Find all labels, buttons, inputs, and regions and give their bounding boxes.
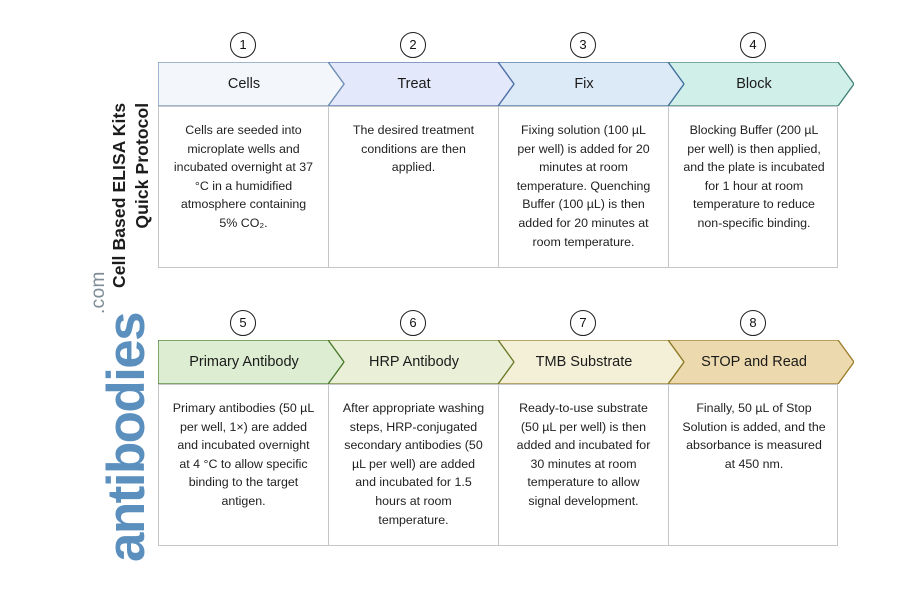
step-description-text: Primary antibodies (50 µL per well, 1×) … [172,401,315,508]
step-number: 6 [409,315,417,330]
left-rail: Cell Based ELISA Kits Quick Protocol ant… [0,0,156,594]
step-badge-7: 7 [570,310,596,336]
step-badge-8: 8 [740,310,766,336]
step-badge-3: 3 [570,32,596,58]
chevron-label: STOP and Read [701,354,807,370]
step-description-text: The desired treatment conditions are the… [352,123,475,175]
chevron-step-1[interactable]: Cells [158,62,344,106]
chevron-step-2[interactable]: Treat [328,62,514,106]
chevron-strip: Primary Antibody HRP Antibody TMB Substrat… [158,340,854,384]
chevron-shape [668,340,854,384]
chevron-shape [668,62,854,106]
step-badge-4: 4 [740,32,766,58]
page-title: Cell Based ELISA Kits Quick Protocol [108,103,154,288]
chevron-label: HRP Antibody [368,354,459,370]
detail-strip: Primary antibodies (50 µL per well, 1×) … [158,384,838,546]
chevron-shape [328,62,514,106]
protocol-row-1: 1 2 3 4 Cells Treat Fix Block Cells are seeded… [158,32,854,268]
step-number: 3 [579,37,587,52]
detail-strip: Cells are seeded into microplate wells a… [158,106,838,268]
step-description-text: Blocking Buffer (200 µL per well) is the… [683,123,825,230]
step-description-cell-2: The desired treatment conditions are the… [329,107,499,267]
chevron-label: Block [736,76,772,92]
chevron-label: Primary Antibody [189,354,299,370]
chevron-shape [498,62,684,106]
chevron-step-8[interactable]: STOP and Read [668,340,854,384]
step-badge-1: 1 [230,32,256,58]
chevron-shape [158,340,344,384]
step-badge-strip: 5 6 7 8 [158,310,838,340]
step-description-text: Cells are seeded into microplate wells a… [173,123,314,230]
chevron-label: Fix [574,76,594,92]
step-description-cell-7: Ready-to-use substrate (50 µL per well) … [499,385,669,545]
step-badge-strip: 1 2 3 4 [158,32,838,62]
step-description-cell-5: Primary antibodies (50 µL per well, 1×) … [159,385,329,545]
step-number: 1 [239,37,247,52]
step-number: 5 [239,315,247,330]
chevron-step-5[interactable]: Primary Antibody [158,340,344,384]
chevron-strip: Cells Treat Fix Block [158,62,854,106]
chevron-shape [328,340,514,384]
chevron-step-6[interactable]: HRP Antibody [328,340,514,384]
step-description-text: Ready-to-use substrate (50 µL per well) … [516,401,651,508]
chevron-label: TMB Substrate [535,354,633,370]
step-badge-5: 5 [230,310,256,336]
step-description-text: Finally, 50 µL of Stop Solution is added… [682,401,826,471]
brand-name: antibodies [97,312,156,562]
protocol-row-2: 5 6 7 8 Primary Antibody HRP Antibody TMB Sub… [158,310,854,546]
chevron-shape [158,62,344,106]
step-description-text: Fixing solution (100 µL per well) is add… [516,123,651,249]
step-description-cell-1: Cells are seeded into microplate wells a… [159,107,329,267]
chevron-shape [498,340,684,384]
step-number: 7 [579,315,587,330]
page-title-line-1: Cell Based ELISA Kits [109,102,129,288]
chevron-step-4[interactable]: Block [668,62,854,106]
step-description-cell-6: After appropriate washing steps, HRP-con… [329,385,499,545]
step-number: 8 [749,315,757,330]
chevron-label: Treat [397,76,431,92]
step-number: 4 [749,37,757,52]
brand-logo: antibodies .com [88,271,156,562]
step-number: 2 [409,37,417,52]
step-description-cell-8: Finally, 50 µL of Stop Solution is added… [669,385,839,545]
step-description-cell-4: Blocking Buffer (200 µL per well) is the… [669,107,839,267]
page-title-line-2: Quick Protocol [132,102,152,229]
step-description-cell-3: Fixing solution (100 µL per well) is add… [499,107,669,267]
chevron-step-3[interactable]: Fix [498,62,684,106]
chevron-step-7[interactable]: TMB Substrate [498,340,684,384]
brand-tld: .com [88,271,109,314]
step-badge-2: 2 [400,32,426,58]
step-badge-6: 6 [400,310,426,336]
step-description-text: After appropriate washing steps, HRP-con… [342,401,485,527]
chevron-label: Cells [227,76,261,92]
